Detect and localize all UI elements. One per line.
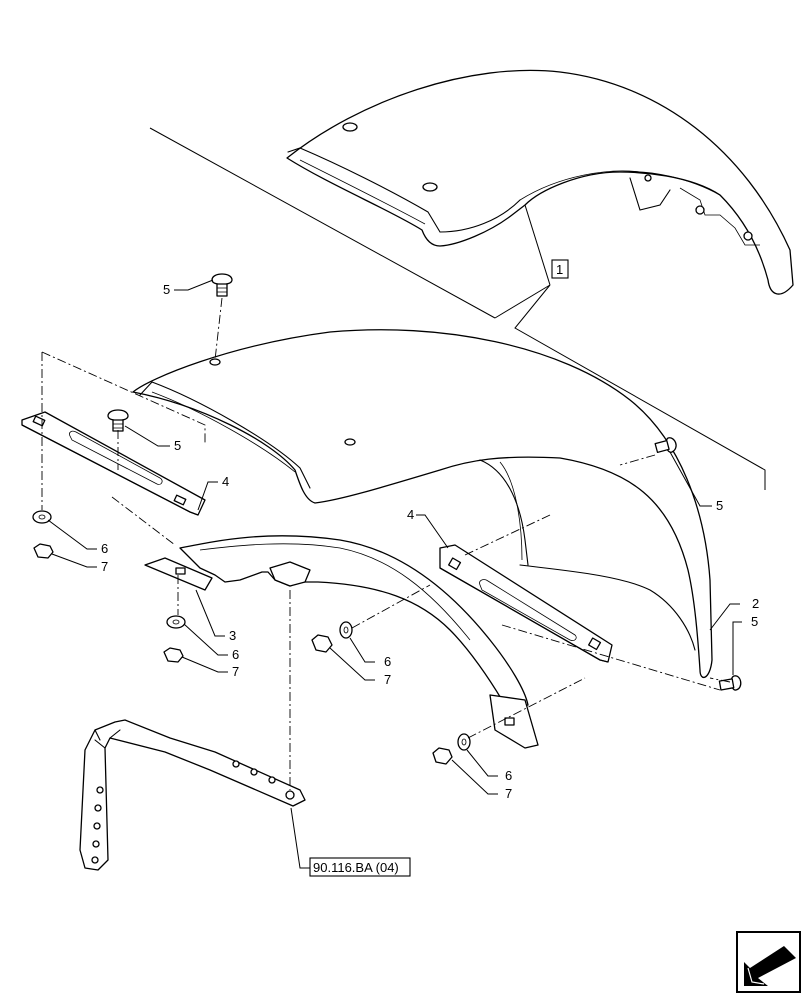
callout-5-lower-right: 5 — [751, 614, 758, 629]
support-bracket-3 — [144, 535, 539, 749]
callout-7-d: 7 — [505, 786, 512, 801]
callout-6-c: 6 — [384, 654, 391, 669]
callout-7-c: 7 — [384, 672, 391, 687]
callout-labels: 1 2 3 4 4 5 5 5 5 6 7 6 7 6 7 6 7 90.116… — [101, 259, 759, 877]
callout-3: 3 — [229, 628, 236, 643]
washer-nut-set-d — [432, 733, 471, 765]
support-arm — [79, 719, 306, 871]
callout-5-right: 5 — [716, 498, 723, 513]
bolt-5-lower-right — [718, 675, 742, 691]
callout-6-d: 6 — [505, 768, 512, 783]
arrow-icon[interactable] — [736, 931, 801, 993]
item-1-leader-lines — [149, 127, 766, 490]
callout-4-right: 4 — [407, 507, 414, 522]
bolt-5-upper — [211, 273, 233, 361]
bracket-strip-right — [439, 544, 613, 663]
bracket-strip-left — [21, 411, 206, 516]
callout-1: 1 — [556, 262, 563, 277]
callout-4-left: 4 — [222, 474, 229, 489]
bolt-5-mid — [107, 409, 129, 432]
callout-5-mid: 5 — [174, 438, 181, 453]
callout-6-a: 6 — [101, 541, 108, 556]
reference-label: 90.116.BA (04) — [313, 860, 399, 875]
callout-6-b: 6 — [232, 647, 239, 662]
callout-leaders — [47, 279, 742, 869]
assembly-centerlines — [41, 351, 731, 790]
callout-7-a: 7 — [101, 559, 108, 574]
washer-nut-set-a — [32, 510, 54, 559]
bolt-5-right — [619, 437, 677, 466]
rear-fender-top-view — [286, 69, 794, 295]
washer-nut-set-b — [163, 615, 186, 663]
callout-7-b: 7 — [232, 664, 239, 679]
rear-fender-main — [132, 329, 713, 679]
reference-label-box — [309, 857, 411, 877]
callout-5-top: 5 — [163, 282, 170, 297]
callout-2: 2 — [752, 596, 759, 611]
washer-nut-set-c — [311, 621, 353, 653]
callout-1-box — [551, 259, 569, 279]
